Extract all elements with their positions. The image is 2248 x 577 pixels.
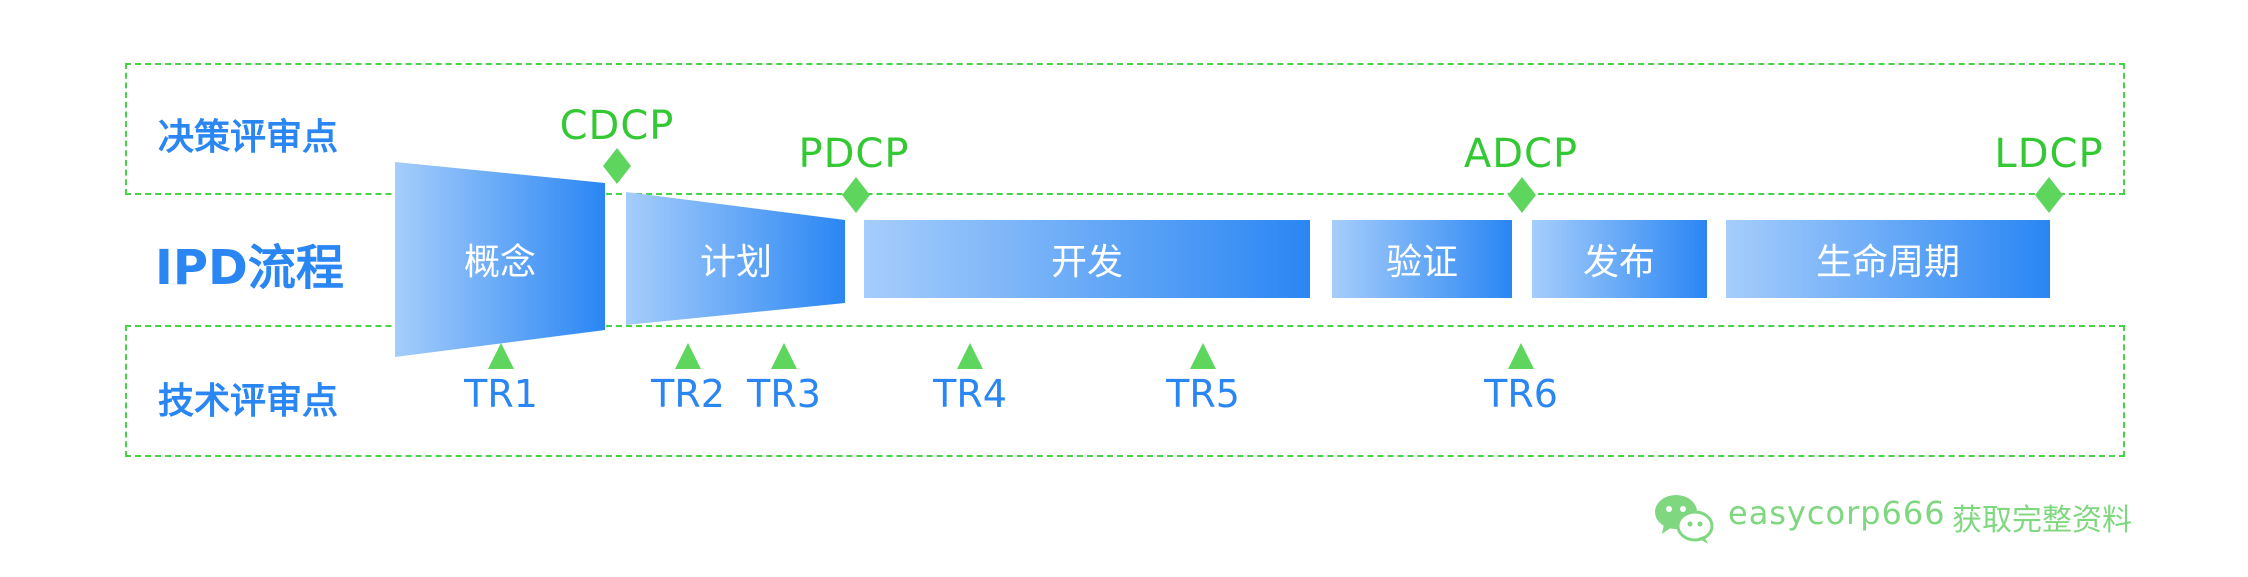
phase-shape-develop <box>864 220 1310 298</box>
phase-label-lifecycle: 生命周期 <box>1815 242 1961 283</box>
phase-shape-verify <box>1332 220 1512 298</box>
gate-diamond-ldcp <box>2035 177 2063 213</box>
review-label-tr4: TR4 <box>933 372 1007 416</box>
review-triangle-tr5 <box>1190 343 1216 369</box>
review-label-tr3: TR3 <box>747 372 821 416</box>
technical-row-label: 技术评审点 <box>158 381 339 422</box>
wechat-icon <box>1655 495 1714 544</box>
gate-diamond-cdcp <box>603 148 631 184</box>
phase-label-plan: 计划 <box>699 242 773 283</box>
watermark-cta: 获取完整资料 <box>1952 503 2132 538</box>
review-label-tr6: TR6 <box>1484 372 1558 416</box>
gate-label-cdcp: CDCP <box>559 103 675 149</box>
decision-band <box>125 63 2125 195</box>
technical-band <box>125 325 2125 457</box>
review-triangle-tr1 <box>488 343 514 369</box>
process-row-label: IPD流程 <box>155 240 344 296</box>
gate-diamond-adcp <box>1508 177 1536 213</box>
decision-row-label: 决策评审点 <box>158 117 339 158</box>
review-triangle-tr3 <box>771 343 797 369</box>
phase-shape-release <box>1532 220 1707 298</box>
review-triangle-tr6 <box>1508 343 1534 369</box>
phase-shape-concept <box>395 162 605 357</box>
phase-label-develop: 开发 <box>1050 242 1124 283</box>
phase-label-release: 发布 <box>1582 242 1656 283</box>
phase-shape-plan <box>626 192 845 325</box>
phase-label-concept: 概念 <box>463 242 537 283</box>
review-triangle-tr4 <box>957 343 983 369</box>
review-label-tr2: TR2 <box>651 372 725 416</box>
gate-label-pdcp: PDCP <box>798 131 910 177</box>
review-triangle-tr2 <box>675 343 701 369</box>
phase-shape-lifecycle <box>1726 220 2050 298</box>
gate-diamond-pdcp <box>842 177 870 213</box>
review-label-tr1: TR1 <box>464 372 538 416</box>
gate-label-adcp: ADCP <box>1463 131 1579 177</box>
phase-label-verify: 验证 <box>1385 242 1459 283</box>
watermark-account: easycorp666 <box>1728 494 1946 532</box>
review-label-tr5: TR5 <box>1166 372 1240 416</box>
gate-label-ldcp: LDCP <box>1994 131 2104 177</box>
